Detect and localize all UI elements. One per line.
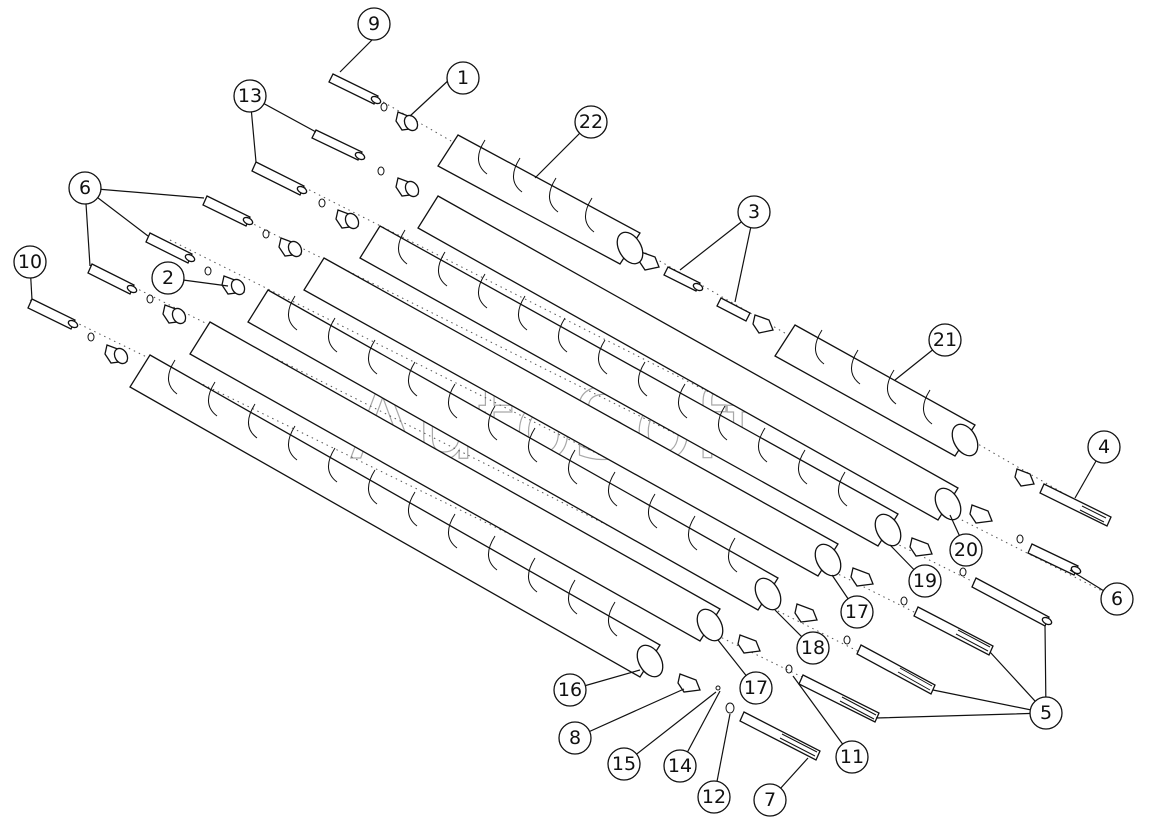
- plain-tubes: [189, 195, 962, 642]
- nut-17b: [737, 634, 761, 654]
- svg-text:16: 16: [558, 679, 582, 701]
- nut-3b: [752, 314, 774, 334]
- callout-3: 3: [737, 195, 771, 229]
- svg-text:7: 7: [764, 789, 776, 811]
- shaft-5-a: [971, 577, 1053, 627]
- shaft-5-d: [798, 674, 880, 723]
- tube-20: [417, 195, 962, 521]
- callout-4: 4: [1087, 430, 1121, 464]
- auger-22: [437, 134, 644, 265]
- svg-text:8: 8: [569, 727, 581, 749]
- auger-16: [129, 354, 664, 678]
- shaft-6-a: [202, 195, 254, 227]
- callout-22: 22: [574, 105, 608, 139]
- callout-5: 5: [1029, 696, 1063, 730]
- callout-20: 20: [949, 533, 983, 567]
- callout-15: 15: [607, 747, 641, 781]
- bushing-row6: [162, 304, 187, 325]
- nut-18: [794, 603, 818, 623]
- svg-text:5: 5: [1040, 702, 1052, 724]
- callout-19: 19: [908, 564, 942, 598]
- callout-17-lower: 17: [739, 671, 773, 705]
- shaft-3-a: [663, 266, 704, 292]
- callout-1: 1: [446, 61, 480, 95]
- svg-text:14: 14: [668, 755, 692, 777]
- svg-text:11: 11: [840, 746, 864, 768]
- bushing-2: [221, 275, 246, 296]
- shaft-5-b: [913, 606, 994, 656]
- callout-17-upper: 17: [840, 595, 874, 629]
- callout-6-right: 6: [1100, 582, 1134, 616]
- shaft-13-lower: [251, 161, 308, 196]
- svg-text:10: 10: [18, 251, 42, 273]
- svg-text:9: 9: [368, 13, 380, 35]
- svg-text:21: 21: [933, 329, 957, 351]
- bushing-1: [395, 111, 419, 132]
- shaft-3-b: [716, 297, 751, 322]
- callout-10: 10: [13, 245, 47, 279]
- nut-8: [677, 673, 701, 693]
- callout-9: 9: [357, 7, 391, 41]
- callout-11: 11: [835, 740, 869, 774]
- svg-text:17: 17: [845, 601, 869, 623]
- svg-text:3: 3: [748, 201, 760, 223]
- washers: [87, 102, 1024, 714]
- shaft-5-c: [856, 644, 936, 695]
- bushing-row4: [278, 237, 303, 258]
- bushing-row3: [335, 209, 360, 230]
- shaft-6-d: [1027, 543, 1082, 576]
- svg-text:12: 12: [702, 786, 726, 808]
- svg-text:4: 4: [1098, 436, 1110, 458]
- callout-13: 13: [233, 79, 267, 113]
- callout-16: 16: [553, 673, 587, 707]
- nut-17a: [850, 567, 874, 587]
- nut-20: [969, 504, 993, 524]
- shaft-4: [1039, 483, 1112, 527]
- svg-text:22: 22: [579, 111, 603, 133]
- svg-text:2: 2: [162, 267, 174, 289]
- tube-17b: [189, 321, 724, 642]
- shaft-13-upper: [311, 129, 366, 161]
- nut-4: [1014, 468, 1035, 487]
- auger-19: [359, 225, 902, 547]
- auger-18: [247, 289, 782, 611]
- svg-text:15: 15: [612, 753, 636, 775]
- svg-text:19: 19: [913, 570, 937, 592]
- shafts: [27, 73, 1112, 761]
- svg-text:1: 1: [457, 67, 469, 89]
- tube-17a: [303, 257, 842, 577]
- callouts: 1 2 3 4 5 6 6 7 8 9 10 11 12 13 14 15 16…: [13, 7, 1134, 817]
- callout-14: 14: [663, 749, 697, 783]
- svg-text:6: 6: [79, 177, 91, 199]
- shaft-6-c: [87, 263, 138, 295]
- shaft-10: [27, 298, 79, 330]
- svg-text:6: 6: [1111, 588, 1123, 610]
- shaft-7: [739, 711, 821, 761]
- callout-12: 12: [697, 780, 731, 814]
- callout-6-left: 6: [68, 171, 102, 205]
- auger-tubes: [129, 134, 979, 678]
- callout-8: 8: [558, 721, 592, 755]
- shaft-6-b: [145, 232, 196, 264]
- bushing-row2: [395, 177, 420, 198]
- callout-2: 2: [151, 261, 185, 295]
- bushing-row7: [104, 344, 129, 365]
- svg-text:20: 20: [954, 539, 978, 561]
- callout-7: 7: [753, 783, 787, 817]
- shaft-9: [328, 73, 382, 105]
- bushings: [104, 111, 1035, 693]
- callout-18: 18: [796, 631, 830, 665]
- axis-lines: [29, 79, 1121, 716]
- svg-text:18: 18: [801, 637, 825, 659]
- auger-21: [774, 324, 979, 457]
- nut-19: [909, 537, 933, 557]
- callout-21: 21: [928, 323, 962, 357]
- svg-text:17: 17: [744, 677, 768, 699]
- svg-text:13: 13: [238, 85, 262, 107]
